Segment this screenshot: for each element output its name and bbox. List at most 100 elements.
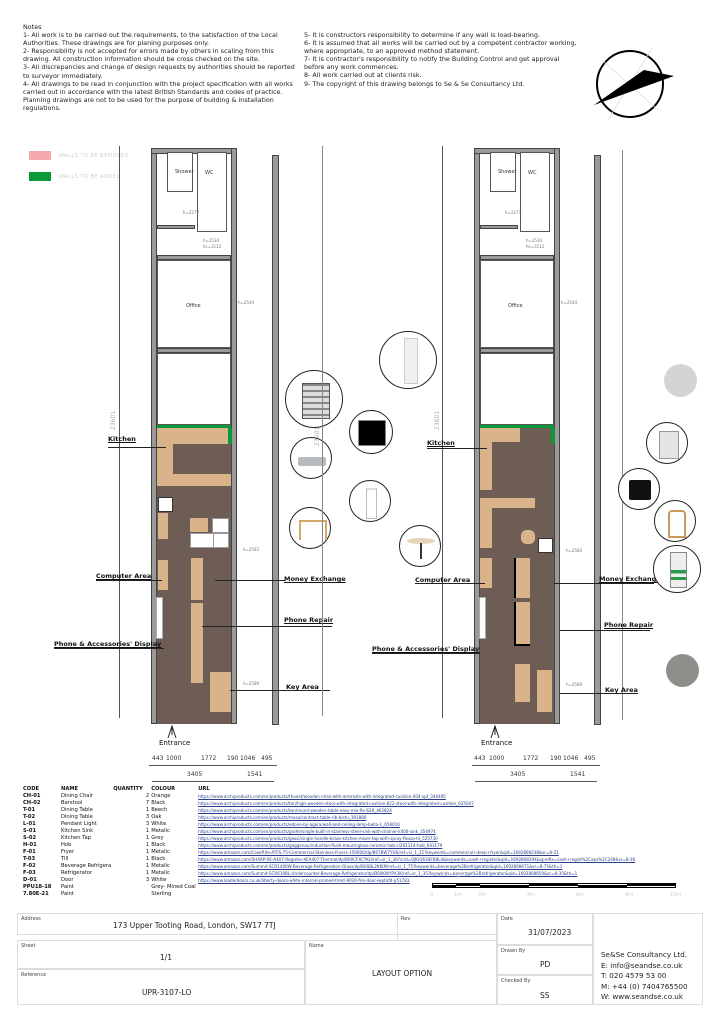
cell-code: 7.80E-21 — [23, 891, 49, 897]
cell-name: Dining Table — [61, 807, 93, 813]
dimension-line — [472, 765, 600, 766]
wall-left — [474, 148, 480, 724]
fryer-icon — [659, 431, 679, 459]
north-arrow-icon: N — [582, 40, 682, 148]
computer-desk — [158, 513, 168, 539]
leader-line — [202, 626, 332, 627]
cell-url[interactable]: https://www.archiproducts.com/en/product… — [198, 843, 443, 848]
scale-bar: 1:100 @A3 0 1m 2m 4m 6m 8m 10m — [430, 872, 682, 898]
cell-colour: Metalic — [151, 849, 170, 855]
notes-right: 5- It is constructors responsibility to … — [304, 31, 580, 88]
tb-date: Date 31/07/2023 — [497, 913, 593, 945]
product-sink — [290, 437, 332, 479]
leader-line — [230, 690, 330, 691]
cell-url[interactable]: https://www.archiproducts.com/en/product… — [198, 822, 400, 827]
round-table-icon — [407, 538, 435, 544]
entrance-label: Entrance — [159, 739, 191, 747]
cell-url[interactable]: https://www.archiproducts.com/en/product… — [198, 829, 436, 834]
cell-name: Dining Table — [61, 814, 93, 820]
callout-computer-area: Computer Area — [415, 576, 471, 584]
cell-name: Pendant Light — [61, 821, 97, 827]
cell-url[interactable]: https://www.amazon.com/Summit-SCR1400W-B… — [198, 864, 563, 869]
cell-colour: Black — [151, 856, 166, 862]
cell-quantity: 1 — [145, 856, 150, 862]
overall-dimension: 23601 — [434, 410, 441, 430]
leader-line — [108, 447, 166, 448]
display-shelf — [479, 597, 486, 639]
cell-colour: Sterling — [151, 891, 172, 897]
dim-3405: 3405 — [510, 771, 526, 778]
wall-added — [157, 425, 231, 428]
tb-reference: Reference UPR-3107-LO — [17, 969, 305, 1005]
cell-url[interactable]: https://www.amazon.com/Summit-SCR610BL-U… — [198, 871, 578, 876]
product-beverage-fridge — [653, 545, 701, 593]
tb-name: Name LAYOUT OPTION — [305, 940, 497, 1005]
wall-internal — [480, 225, 518, 229]
cell-name: Hob — [61, 842, 72, 848]
table — [190, 518, 208, 532]
leader-line — [560, 630, 650, 631]
wall-internal — [157, 225, 195, 229]
cell-code: CH-01 — [23, 793, 41, 799]
leader-line — [554, 583, 654, 584]
entrance-arrow-icon — [490, 724, 500, 743]
col-colour: COLOUR — [151, 786, 176, 792]
cell-code: T-02 — [23, 814, 36, 820]
column-marker — [158, 497, 173, 512]
company-mobile: M: +44 (0) 7404765500 — [601, 981, 688, 991]
cell-url[interactable]: https://www.leaderdoors.co.uk/liberty-do… — [198, 878, 410, 883]
cell-quantity: 7 — [145, 800, 150, 806]
cell-url[interactable]: https://www.archiproducts.com/en/product… — [198, 836, 438, 841]
dim-1541: 1541 — [247, 771, 263, 778]
dim-1046: 1046 — [240, 755, 256, 762]
cell-code: F-02 — [23, 863, 36, 869]
cell-url[interactable]: https://www.amazon.com/CookRite-ATFS-75-… — [198, 850, 559, 855]
money-exchange-counter — [191, 558, 203, 600]
product-fryer — [646, 422, 688, 464]
callout-computer-area: Computer Area — [96, 572, 152, 580]
cell-colour: White — [151, 877, 167, 883]
cell-url[interactable]: https://www.archiproducts.com/en/product… — [198, 808, 392, 813]
cell-colour: Metalic — [151, 863, 170, 869]
company-web[interactable]: W: www.seandse.co.uk — [601, 992, 684, 1001]
cell-quantity: 3 — [145, 877, 150, 883]
column-marker — [538, 538, 553, 553]
dimension-line — [475, 781, 597, 782]
appliance — [190, 533, 214, 548]
legend-swatch-add — [29, 172, 51, 181]
callout-phone-repair: Phone Repair — [604, 621, 654, 629]
till-icon — [629, 480, 651, 500]
product-hob — [349, 410, 393, 454]
product-refrigerator — [285, 370, 343, 428]
cell-url[interactable]: https://www.archiproducts.com/en/product… — [198, 794, 446, 799]
note-3: 3- All discrepancies and change of desig… — [23, 63, 295, 80]
notes-title: Notes — [23, 23, 42, 31]
cell-url[interactable]: https://www.amazon.com/SHARP-XE-A407-Reg… — [198, 857, 636, 862]
cell-url[interactable]: https://www.archiproducts.com/en/product… — [198, 815, 367, 820]
cell-name: Kitchen Tap — [61, 835, 91, 841]
key-area-counter — [210, 672, 231, 712]
wall-top — [474, 148, 560, 154]
tb-checked-by: Checked By SS — [497, 975, 593, 1005]
kitchen-counter — [157, 428, 231, 444]
cell-code: PPU18-18 — [23, 884, 52, 890]
cell-name: Refrigerator — [61, 870, 93, 876]
dim-1772: 1772 — [201, 755, 217, 762]
room-wc: WC — [197, 152, 227, 232]
cell-url[interactable]: https://www.archiproducts.com/en/product… — [198, 801, 474, 806]
note-1: 1- All work is to be carried out the req… — [23, 31, 278, 48]
dimension-line — [152, 781, 274, 782]
computer-desk — [158, 560, 168, 590]
legend-item-remove: WALLS TO BE REMOVED — [29, 151, 129, 160]
dim-1046: 1046 — [563, 755, 579, 762]
product-dining-table — [289, 507, 331, 549]
col-quantity: QUANTITY — [113, 786, 143, 792]
company-email[interactable]: E: info@seandse.co.uk — [601, 960, 683, 970]
callout-money-exchange: Money Exchange — [599, 575, 661, 583]
leader-line — [560, 693, 635, 694]
